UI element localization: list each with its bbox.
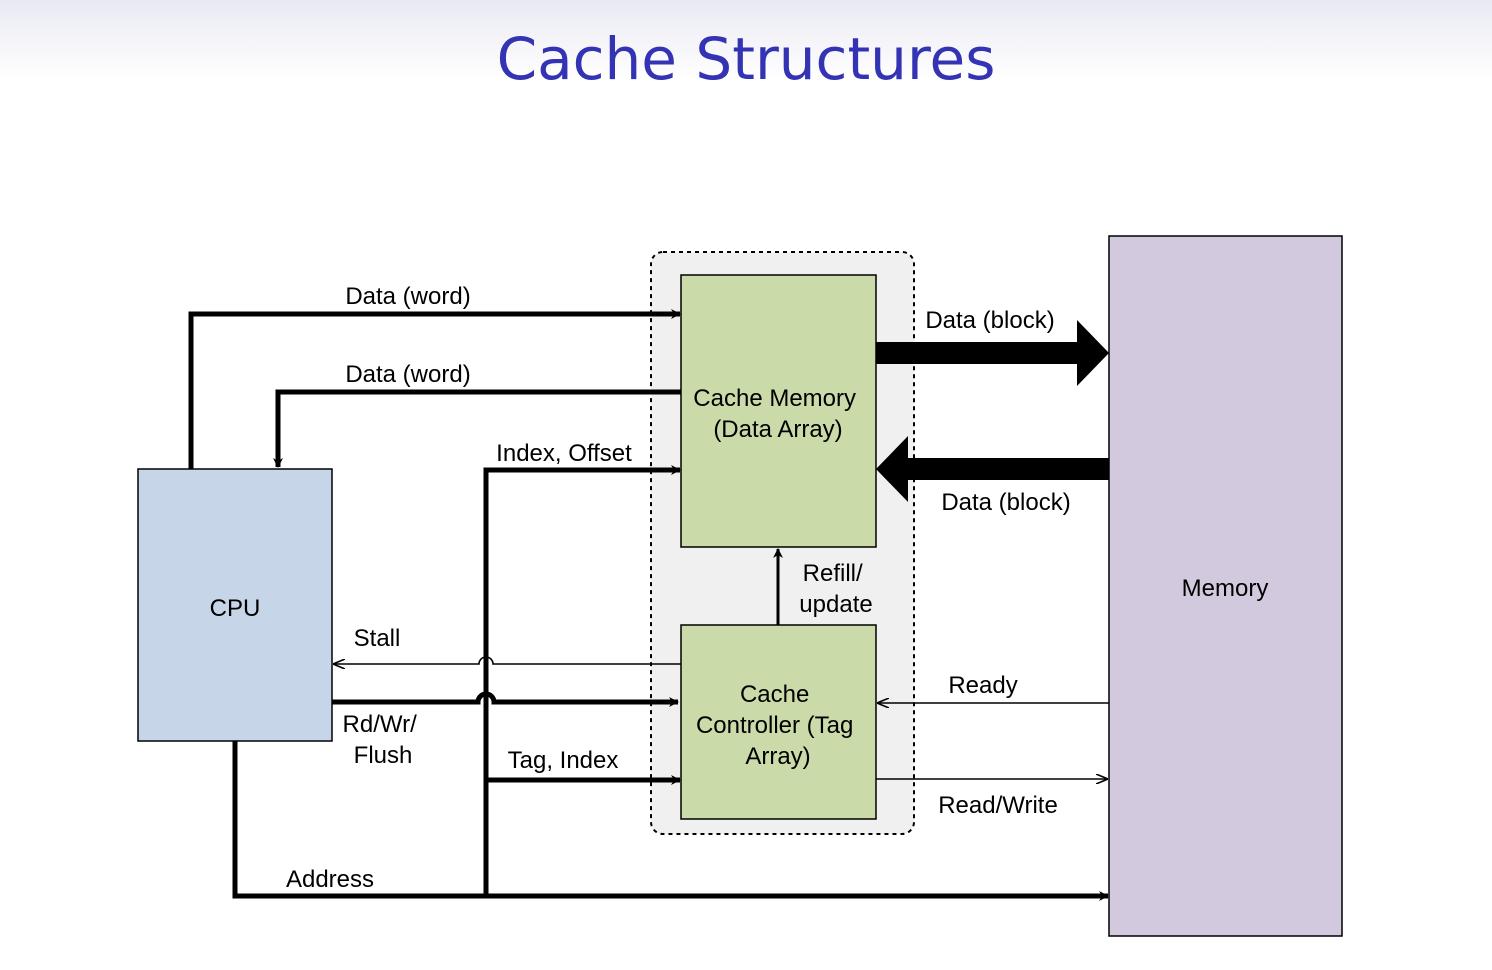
rd-wr-flush-label-line1: Rd/Wr/ [343, 711, 418, 738]
cache-controller-block [680, 624, 877, 820]
slide-title: Cache Structures [496, 25, 996, 93]
cache-controller-label-line1: Cache [740, 681, 809, 708]
read-write-label: Read/Write [938, 792, 1058, 819]
refill-update-label-line2: update [799, 591, 872, 618]
address-label: Address [286, 866, 374, 893]
rd-wr-flush-label-line2: Flush [354, 742, 413, 769]
index-offset-arrow [483, 465, 681, 896]
data-word-read-label: Data (word) [345, 361, 470, 388]
tag-index-label: Tag, Index [508, 747, 619, 774]
data-block-out-arrow [876, 320, 1109, 386]
data-block-in-arrow [876, 436, 1109, 502]
cache-memory-label-line1: Cache Memory [693, 385, 856, 412]
ready-label: Ready [948, 672, 1017, 699]
refill-update-label: Refill/ update [799, 560, 872, 618]
data-word-read-arrow [273, 389, 681, 468]
cpu-block [137, 468, 333, 742]
rd-wr-flush-arrow [332, 691, 679, 707]
data-word-write-arrow [188, 309, 681, 469]
title-band [0, 0, 1492, 80]
cache-memory-label: Cache Memory (Data Array) [693, 385, 862, 443]
cache-memory-label-line2: (Data Array) [713, 416, 842, 443]
refill-update-label-line1: Refill/ [803, 560, 863, 587]
cache-controller-label-line2: Controller (Tag [696, 712, 853, 739]
stall-label: Stall [354, 625, 401, 652]
memory-label: Memory [1182, 575, 1269, 602]
cpu-label: CPU [210, 595, 261, 622]
data-block-out-label: Data (block) [925, 307, 1054, 334]
cache-controller-label: Cache Controller (Tag Array) [696, 681, 860, 770]
memory-block [1108, 235, 1343, 937]
rd-wr-flush-label: Rd/Wr/ Flush [343, 711, 424, 769]
data-word-write-label: Data (word) [345, 283, 470, 310]
cache-controller-label-line3: Array) [745, 743, 810, 770]
data-block-in-label: Data (block) [941, 489, 1070, 516]
cache-memory-block [680, 274, 877, 548]
index-offset-label: Index, Offset [496, 440, 632, 467]
address-arrow [232, 741, 1109, 901]
stall-arrow [334, 656, 681, 664]
